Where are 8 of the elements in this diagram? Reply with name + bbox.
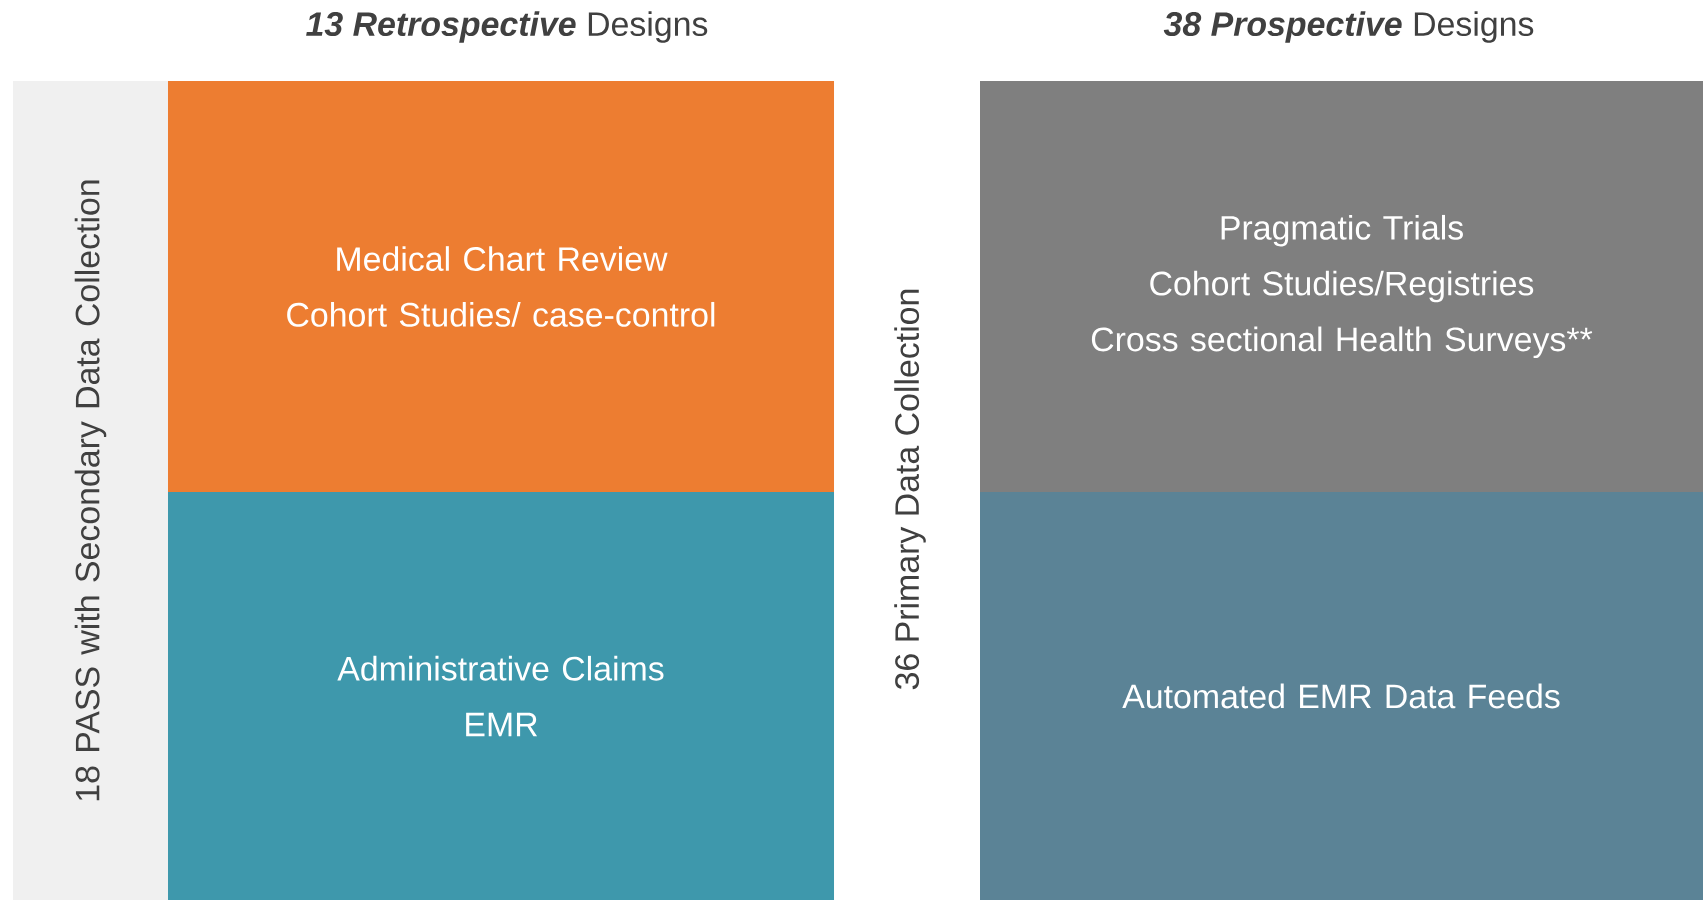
category-box: Automated EMR Data Feeds xyxy=(980,492,1703,900)
column-heading: 13 Retrospective Designs xyxy=(306,11,708,43)
column-heading: 38 Prospective Designs xyxy=(1163,11,1534,43)
side-band: 18 PASS with Secondary Data Collection xyxy=(13,81,168,900)
category-box: Pragmatic Trials Cohort Studies/Registries Cross sectional Health Surveys** xyxy=(980,81,1703,492)
category-box: Medical Chart Review Cohort Studies/ case-control xyxy=(168,81,834,492)
category-box: Administrative Claims EMR xyxy=(168,492,834,900)
row-heading: 36 Primary Data Collection xyxy=(894,289,926,690)
